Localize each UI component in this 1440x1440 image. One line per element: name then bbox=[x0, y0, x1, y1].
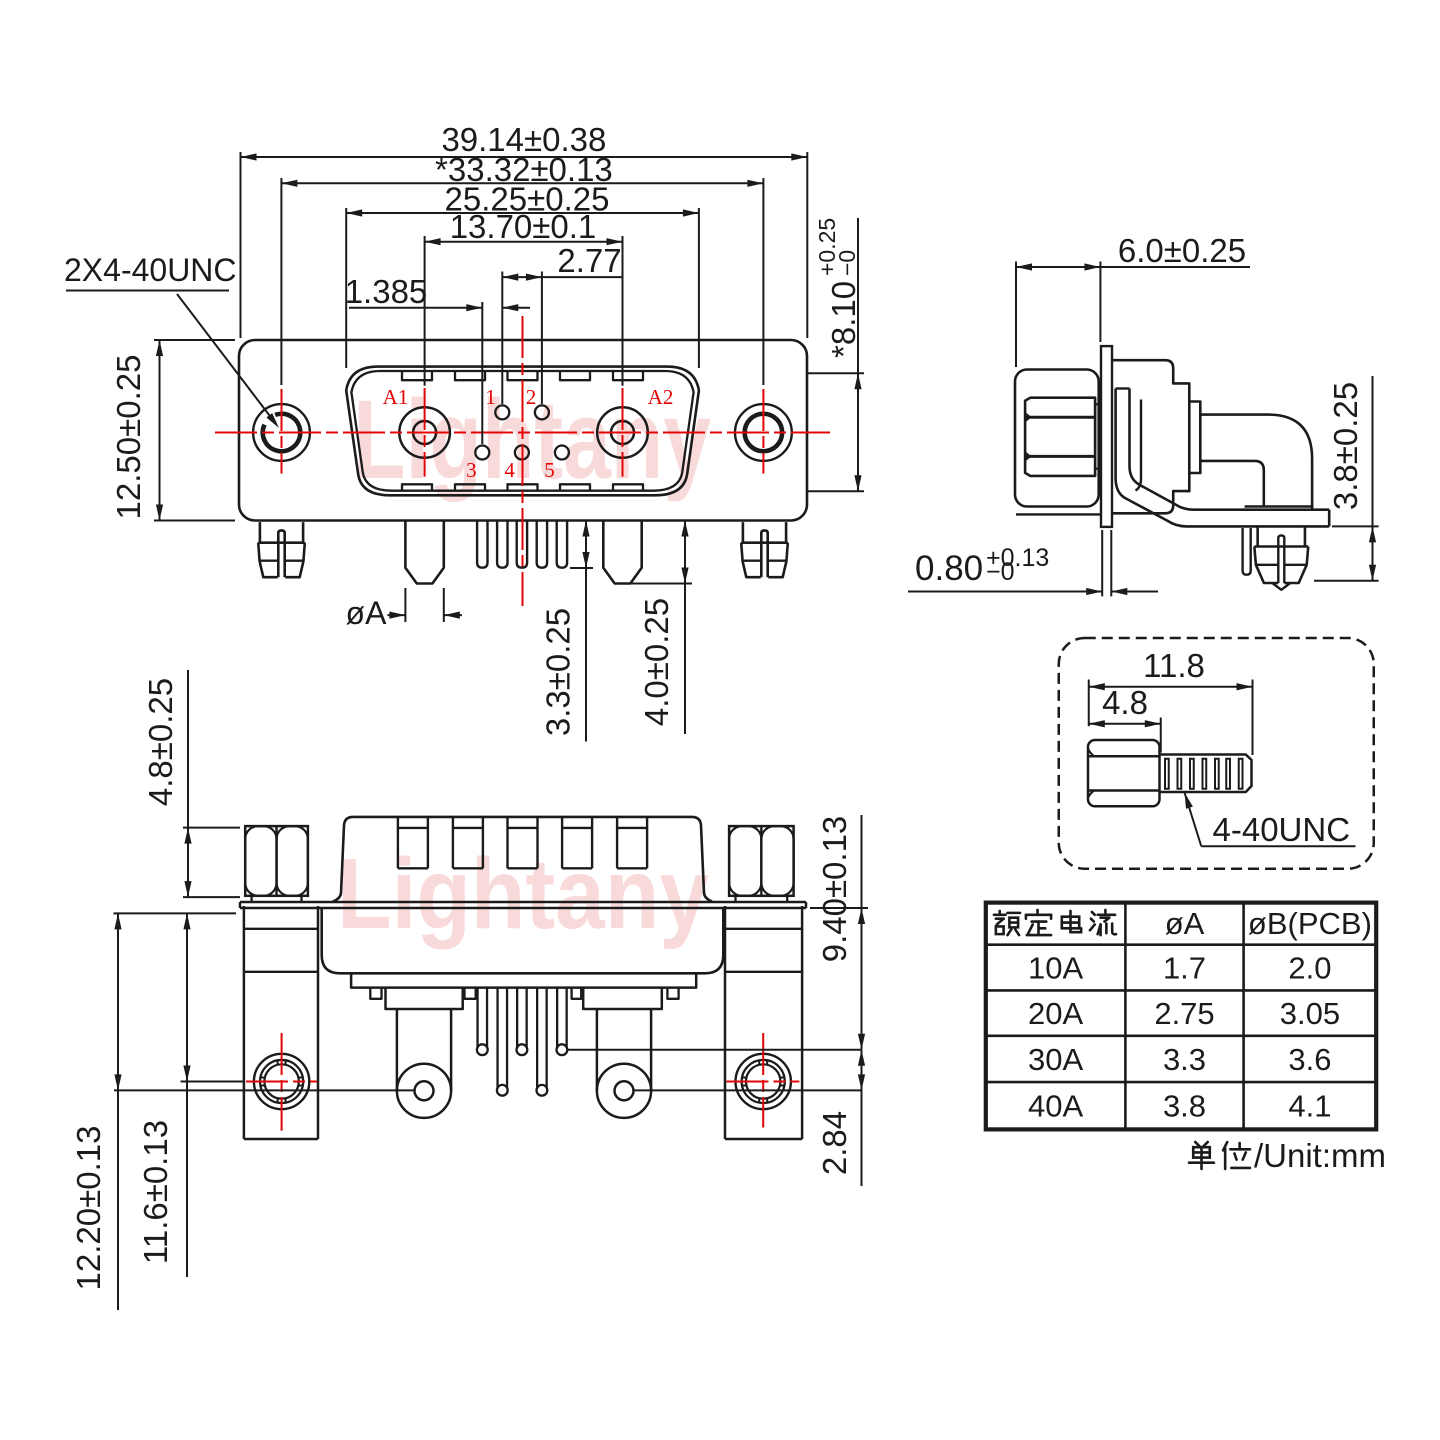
svg-text:20A: 20A bbox=[1028, 996, 1083, 1031]
svg-text:2: 2 bbox=[526, 385, 537, 409]
svg-text:4.0±0.25: 4.0±0.25 bbox=[638, 598, 675, 726]
svg-text:9.40±0.13: 9.40±0.13 bbox=[816, 816, 853, 963]
svg-text:A2: A2 bbox=[648, 385, 674, 409]
svg-text:3.05: 3.05 bbox=[1280, 996, 1340, 1031]
svg-text:Lightany: Lightany bbox=[353, 377, 711, 502]
svg-text:12.20±0.13: 12.20±0.13 bbox=[70, 1126, 107, 1291]
svg-text:øA: øA bbox=[346, 595, 388, 631]
svg-text:+0.13: +0.13 bbox=[986, 544, 1049, 572]
svg-text:3.8±0.25: 3.8±0.25 bbox=[1327, 382, 1364, 510]
svg-text:2.77: 2.77 bbox=[557, 242, 621, 279]
svg-text:3.3±0.25: 3.3±0.25 bbox=[540, 608, 577, 736]
svg-text:/Unit:mm: /Unit:mm bbox=[1254, 1137, 1386, 1174]
svg-text:−0: −0 bbox=[834, 250, 860, 276]
svg-text:*33.32±0.13: *33.32±0.13 bbox=[435, 151, 613, 188]
svg-text:11.8: 11.8 bbox=[1143, 647, 1205, 684]
svg-text:2.84: 2.84 bbox=[816, 1111, 853, 1175]
svg-text:4.8: 4.8 bbox=[1102, 684, 1148, 721]
svg-text:0.80: 0.80 bbox=[915, 549, 983, 588]
svg-text:2.75: 2.75 bbox=[1154, 996, 1214, 1031]
svg-text:25.25±0.25: 25.25±0.25 bbox=[445, 181, 610, 218]
svg-text:Lightany: Lightany bbox=[337, 838, 709, 950]
svg-text:4-40UNC: 4-40UNC bbox=[1213, 811, 1351, 848]
svg-text:øA: øA bbox=[1165, 906, 1205, 941]
svg-text:2.0: 2.0 bbox=[1288, 951, 1331, 986]
svg-text:2X4-40UNC: 2X4-40UNC bbox=[64, 252, 237, 288]
svg-text:30A: 30A bbox=[1028, 1042, 1083, 1077]
svg-text:3.8: 3.8 bbox=[1163, 1089, 1206, 1124]
svg-text:1.385: 1.385 bbox=[345, 273, 428, 310]
svg-text:10A: 10A bbox=[1028, 951, 1083, 986]
svg-text:6.0±0.25: 6.0±0.25 bbox=[1118, 232, 1246, 269]
svg-text:*8.10: *8.10 bbox=[825, 281, 862, 358]
svg-text:4.1: 4.1 bbox=[1288, 1089, 1331, 1124]
svg-text:5: 5 bbox=[544, 458, 555, 482]
svg-text:12.50±0.25: 12.50±0.25 bbox=[110, 355, 147, 520]
svg-text:11.6±0.13: 11.6±0.13 bbox=[137, 1120, 174, 1264]
svg-text:4.8±0.25: 4.8±0.25 bbox=[142, 678, 179, 806]
svg-text:1: 1 bbox=[485, 385, 496, 409]
svg-text:39.14±0.38: 39.14±0.38 bbox=[441, 121, 606, 158]
svg-text:4: 4 bbox=[504, 458, 515, 482]
svg-text:1.7: 1.7 bbox=[1163, 951, 1206, 986]
svg-text:40A: 40A bbox=[1028, 1089, 1083, 1124]
svg-text:+0.25: +0.25 bbox=[814, 218, 840, 276]
svg-text:−0: −0 bbox=[986, 558, 1015, 586]
svg-text:3.6: 3.6 bbox=[1288, 1042, 1331, 1077]
svg-text:13.70±0.1: 13.70±0.1 bbox=[450, 208, 597, 245]
svg-text:A1: A1 bbox=[383, 385, 409, 409]
svg-text:3: 3 bbox=[466, 458, 477, 482]
svg-text:øB(PCB): øB(PCB) bbox=[1248, 906, 1372, 941]
svg-text:3.3: 3.3 bbox=[1163, 1042, 1206, 1077]
